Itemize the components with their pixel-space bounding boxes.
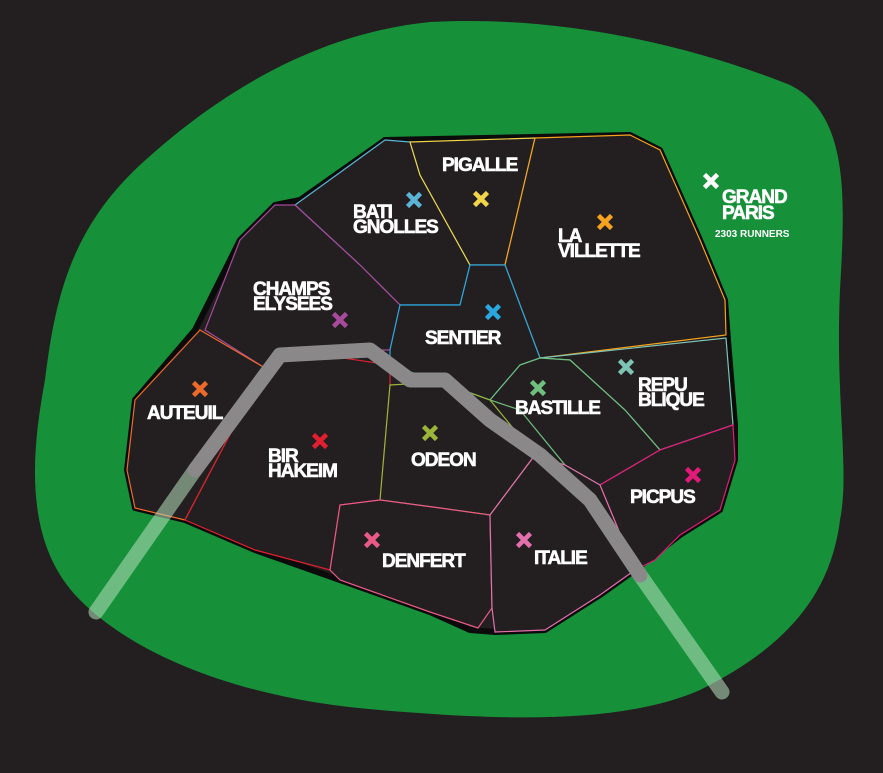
x-marker-stroke (484, 303, 502, 321)
grand-paris-name-line2: PARIS (722, 203, 774, 224)
x-marker-stroke (472, 190, 490, 208)
grand-paris-name: GRAND (722, 187, 787, 208)
district-marker-italie-icon[interactable] (515, 531, 533, 549)
district-label-auteuil: AUTEUIL (147, 403, 224, 424)
x-marker-stroke (405, 191, 423, 209)
district-label-champs-elysees-line2: ELYSEES (253, 294, 332, 315)
district-label-italie: ITALIE (534, 548, 587, 569)
district-marker-pigalle-icon[interactable] (472, 190, 490, 208)
x-marker-stroke (515, 531, 533, 549)
x-marker-stroke (702, 172, 720, 190)
district-label-bir-hakeim: BIR (268, 446, 299, 467)
district-label-picpus: PICPUS (630, 487, 695, 508)
district-marker-bir-hakeim-icon[interactable] (311, 432, 329, 450)
grand-paris-x-icon[interactable] (702, 172, 720, 190)
district-marker-auteuil-icon[interactable] (191, 380, 209, 398)
x-marker-stroke (596, 213, 614, 231)
district-label-republique: REPU (638, 375, 687, 396)
grand-paris-runners: 2303 RUNNERS (715, 229, 790, 240)
x-marker-stroke (363, 531, 381, 549)
district-marker-picpus-icon[interactable] (684, 466, 702, 484)
district-marker-denfert-icon[interactable] (363, 531, 381, 549)
district-marker-sentier-icon[interactable] (484, 303, 502, 321)
district-label-batignolles-line2: GNOLLES (353, 217, 438, 238)
district-marker-batignolles-icon[interactable] (405, 191, 423, 209)
x-marker-stroke (311, 432, 329, 450)
river-path-inner (187, 342, 648, 583)
district-label-odeon: ODEON (411, 450, 476, 471)
district-label-pigalle: PIGALLE (442, 155, 518, 176)
district-label-bastille: BASTILLE (515, 398, 600, 419)
district-label-bir-hakeim-line2: HAKEIM (268, 461, 337, 482)
district-label-champs-elysees: CHAMPS (253, 279, 330, 300)
district-marker-champs-elysees-icon[interactable] (331, 311, 349, 329)
district-marker-bastille-icon[interactable] (529, 379, 547, 397)
x-marker-stroke (191, 380, 209, 398)
x-marker-stroke (529, 379, 547, 397)
x-marker-stroke (421, 424, 439, 442)
grand-paris-marker[interactable] (702, 172, 720, 190)
district-marker-republique-icon[interactable] (617, 358, 635, 376)
x-marker-stroke (331, 311, 349, 329)
river-path-outer (632, 567, 730, 700)
district-label-batignolles: BATI (353, 202, 393, 223)
district-label-la-villette-line2: VILLETTE (558, 241, 640, 262)
district-marker-odeon-icon[interactable] (421, 424, 439, 442)
x-marker-stroke (617, 358, 635, 376)
river-path-outer (88, 462, 203, 620)
district-label-sentier: SENTIER (425, 328, 502, 349)
district-label-la-villette: LA (558, 226, 583, 247)
district-label-republique-line2: BLIQUE (638, 390, 704, 411)
district-marker-la-villette-icon[interactable] (596, 213, 614, 231)
district-label-denfert: DENFERT (382, 551, 466, 572)
district-denfert[interactable] (329, 499, 493, 629)
x-marker-stroke (684, 466, 702, 484)
